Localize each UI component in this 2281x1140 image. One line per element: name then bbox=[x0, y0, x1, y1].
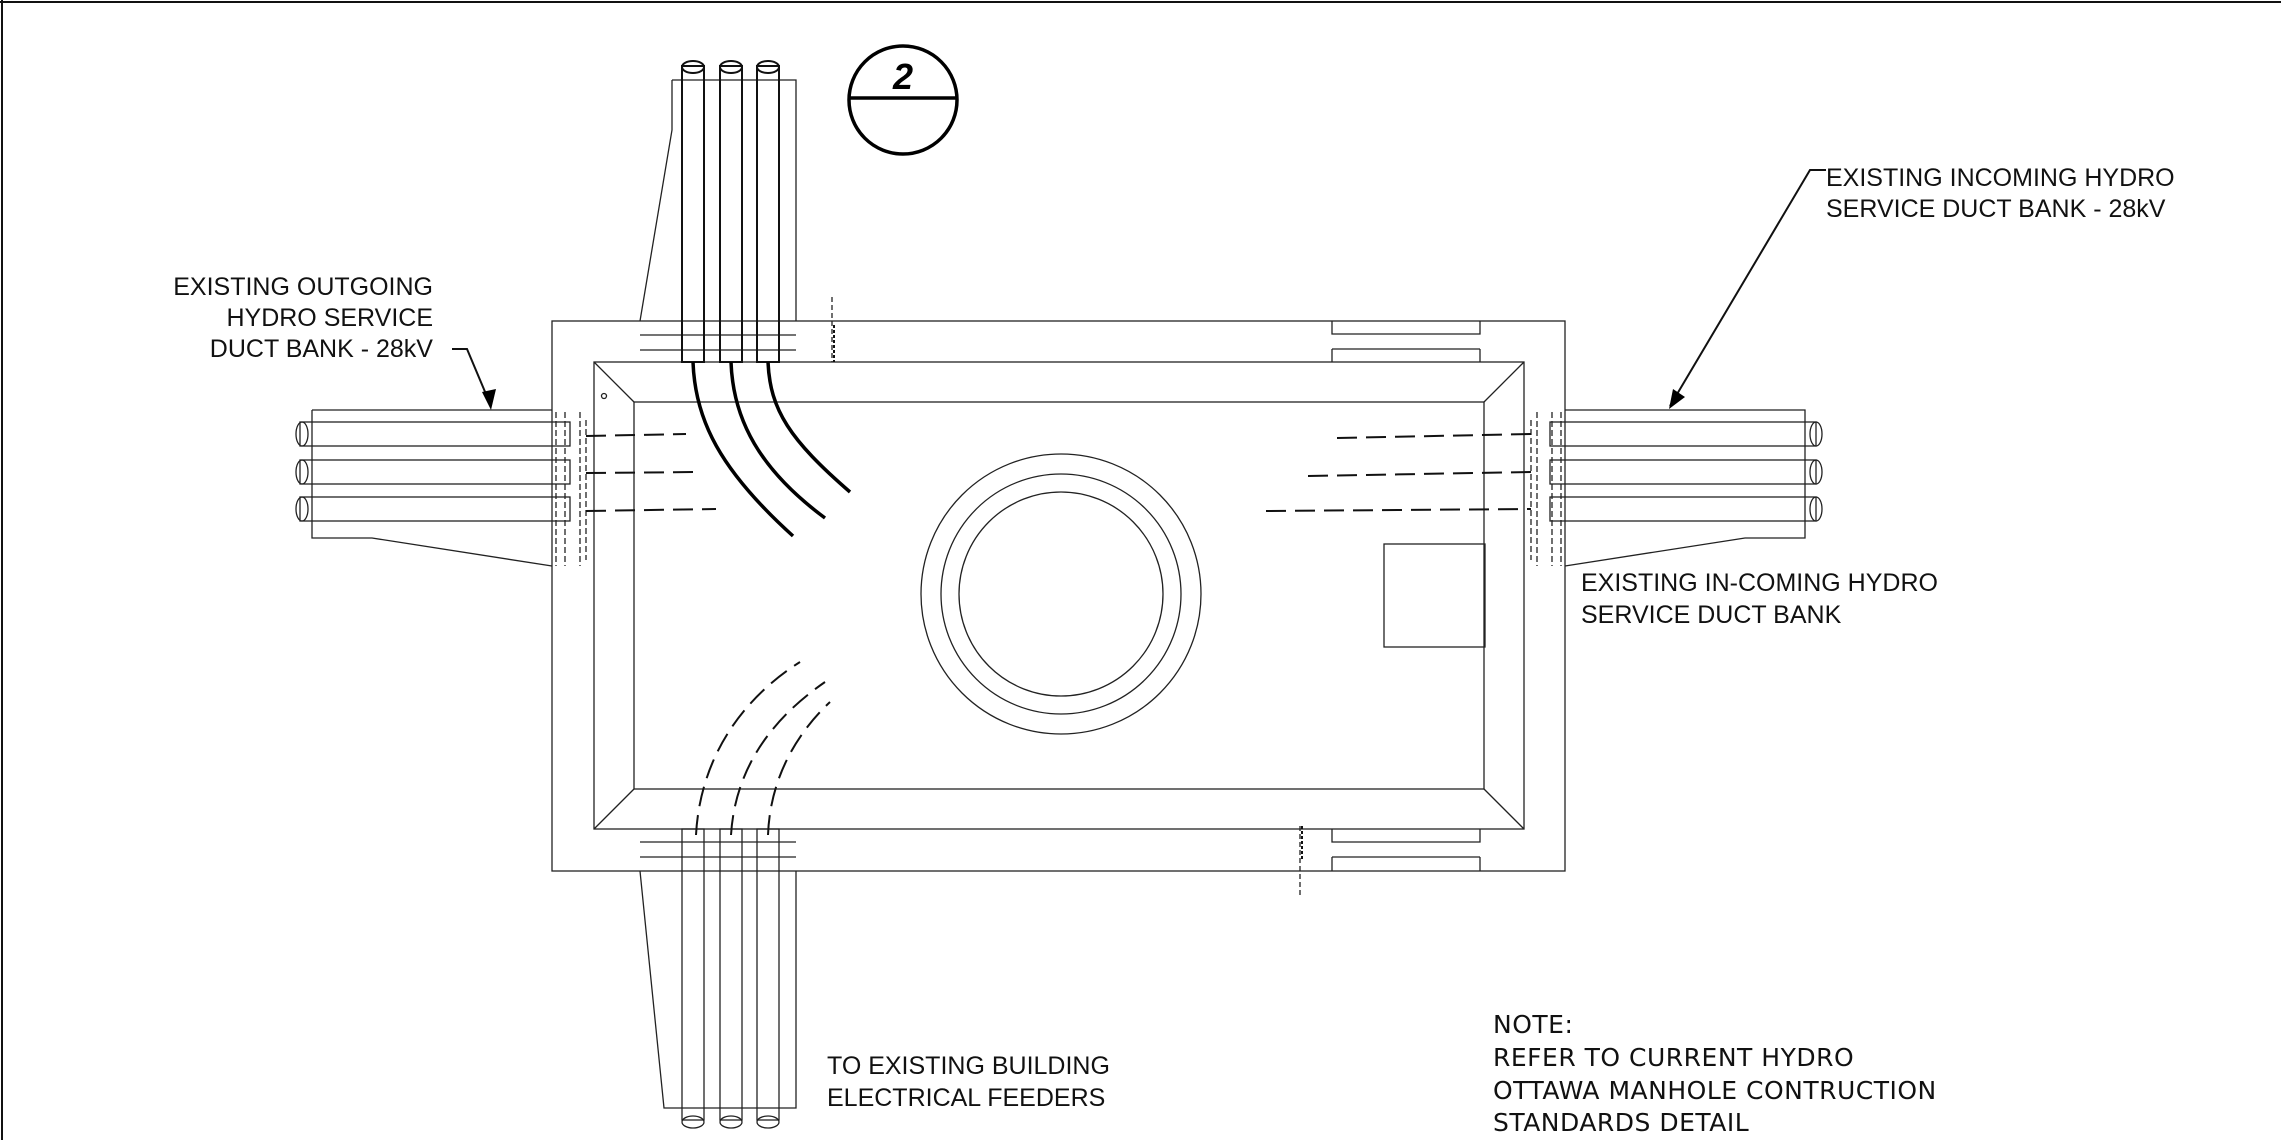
label-incoming-line-2: SERVICE DUCT BANK - 28kV bbox=[1826, 195, 2166, 223]
vault-outer-wall bbox=[551, 320, 1566, 872]
label-outgoing-line-3: DUCT BANK - 28kV bbox=[210, 335, 434, 363]
bottom-duct-bank bbox=[639, 661, 831, 1129]
note-line-2: OTTAWA MANHOLE CONTRUCTION bbox=[1493, 1076, 1937, 1105]
cable-1 bbox=[691, 361, 795, 538]
label-in-coming-line-1: EXISTING IN-COMING HYDRO bbox=[1581, 569, 1938, 597]
detail-bubble: 2 bbox=[847, 44, 959, 156]
left-duct-bank bbox=[295, 409, 717, 567]
manhole-vault bbox=[551, 297, 1566, 895]
label-in-coming: EXISTING IN-COMING HYDRO SERVICE DUCT BA… bbox=[1581, 569, 1938, 629]
vault-floor bbox=[633, 401, 1485, 790]
top-conduit-2 bbox=[719, 65, 743, 363]
manhole-cover bbox=[958, 491, 1164, 697]
bottom-conduit-3 bbox=[756, 828, 780, 1121]
top-duct-bank bbox=[639, 60, 852, 538]
label-outgoing: EXISTING OUTGOING HYDRO SERVICE DUCT BAN… bbox=[173, 273, 433, 363]
cable-3 bbox=[766, 361, 852, 494]
label-incoming: EXISTING INCOMING HYDRO SERVICE DUCT BAN… bbox=[1826, 164, 2175, 223]
cable-2 bbox=[729, 361, 827, 520]
leader-outgoing bbox=[452, 348, 492, 407]
bottom-conduit-2 bbox=[719, 828, 743, 1121]
label-outgoing-line-2: HYDRO SERVICE bbox=[226, 304, 433, 332]
label-incoming-line-1: EXISTING INCOMING HYDRO bbox=[1826, 164, 2175, 192]
label-feeders: TO EXISTING BUILDING ELECTRICAL FEEDERS bbox=[827, 1052, 1110, 1112]
bottom-conduit-1 bbox=[681, 828, 705, 1121]
vault-inner-wall bbox=[593, 361, 1525, 830]
label-feeders-line-2: ELECTRICAL FEEDERS bbox=[827, 1084, 1105, 1112]
label-feeders-line-1: TO EXISTING BUILDING bbox=[827, 1052, 1110, 1080]
manhole-frame-mid bbox=[940, 473, 1182, 715]
top-conduit-3 bbox=[756, 65, 780, 363]
sump-box bbox=[1383, 543, 1486, 648]
label-in-coming-line-2: SERVICE DUCT BANK bbox=[1581, 601, 1842, 629]
top-conduit-1 bbox=[681, 65, 705, 363]
manhole-frame-outer bbox=[920, 453, 1202, 735]
note-line-3: STANDARDS DETAIL bbox=[1493, 1108, 1749, 1137]
leader-incoming bbox=[1669, 169, 1826, 407]
label-outgoing-line-1: EXISTING OUTGOING bbox=[173, 273, 433, 301]
note-line-1: REFER TO CURRENT HYDRO bbox=[1493, 1043, 1854, 1072]
detail-number: 2 bbox=[892, 56, 913, 97]
note-block: NOTE: REFER TO CURRENT HYDRO OTTAWA MANH… bbox=[1493, 1010, 1937, 1137]
note-title: NOTE: bbox=[1493, 1010, 1573, 1039]
right-duct-bank bbox=[1265, 409, 1823, 567]
